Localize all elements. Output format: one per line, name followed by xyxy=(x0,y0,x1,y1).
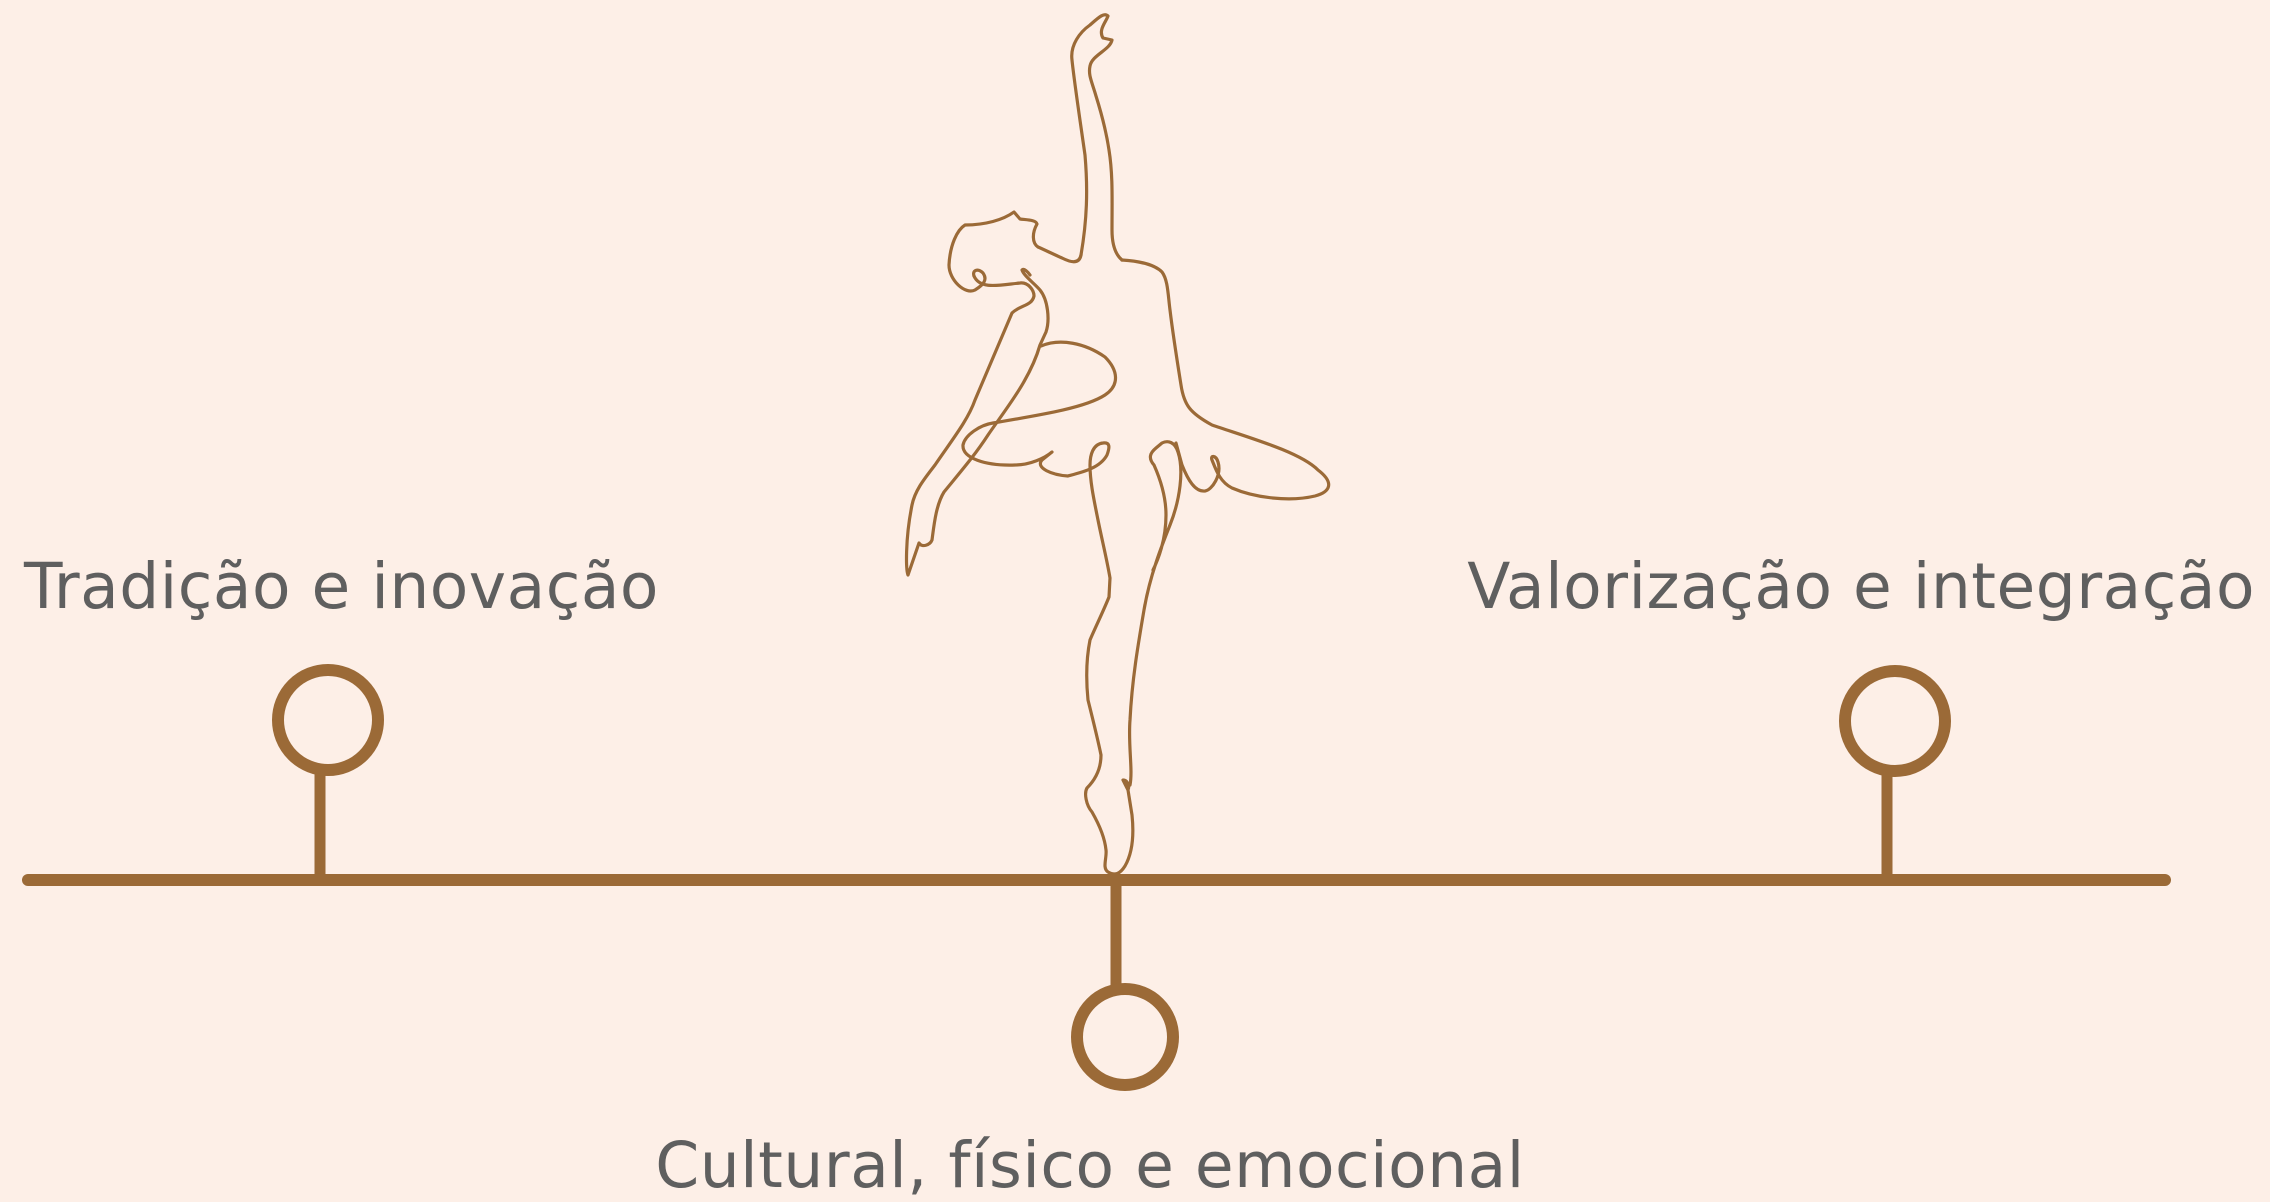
timeline xyxy=(22,664,2171,1091)
milestone-bottom-marker xyxy=(1071,983,1179,1091)
milestone-bottom-label: Cultural, físico e emocional xyxy=(655,1129,1525,1202)
ballerina-illustration xyxy=(904,13,1331,876)
milestone-left-marker xyxy=(272,664,384,776)
milestone-right-marker xyxy=(1839,665,1951,777)
milestone-left-label: Tradição e inovação xyxy=(24,550,659,623)
milestone-right-label: Valorização e integração xyxy=(1467,550,2255,623)
